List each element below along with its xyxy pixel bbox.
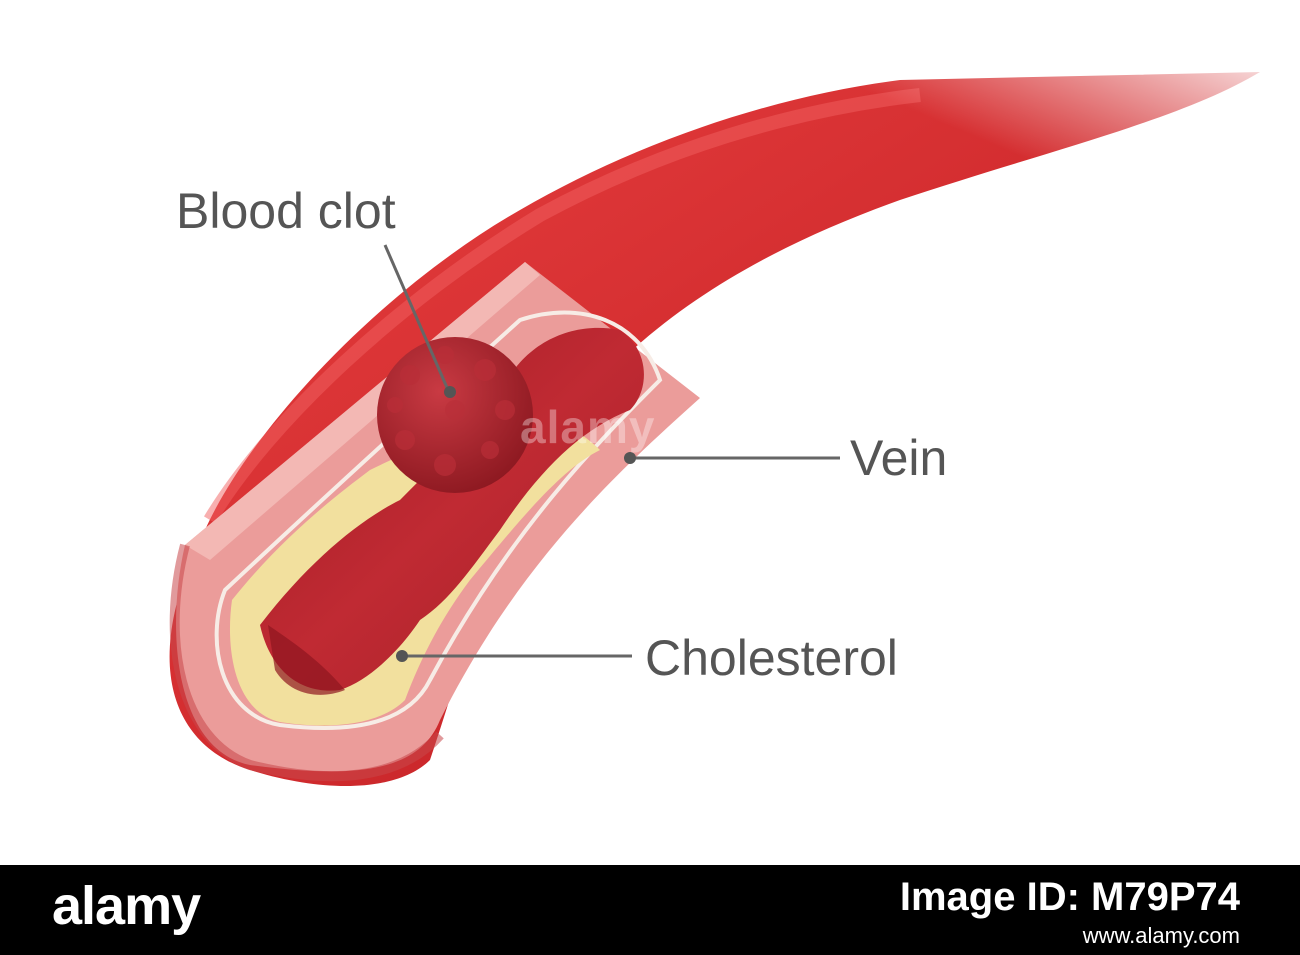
lumen-cap — [268, 625, 345, 695]
vein-leader-dot — [624, 452, 636, 464]
vessel-lumen — [260, 327, 644, 691]
blood-clot-leader-dot — [444, 386, 456, 398]
blood-clot-leader — [383, 244, 450, 391]
footer-meta: Image ID: M79P74 — [900, 875, 1240, 919]
footer-brand: alamy — [52, 876, 201, 936]
vessel-fade — [750, 40, 1300, 300]
blood-clot — [377, 337, 533, 493]
image-id: Image ID: M79P74 — [899, 875, 1240, 919]
label-blood-clot: Blood clot — [176, 183, 396, 239]
wall-edge — [169, 543, 444, 782]
footer-bar: alamy Image ID: M79P74 www.alamy.com — [0, 865, 1300, 955]
vessel-illustration: Blood clot Vein Cholesterol — [169, 40, 1300, 787]
footer-url: www.alamy.com — [1082, 923, 1240, 948]
vessel-wall-shade — [185, 262, 540, 560]
label-cholesterol: Cholesterol — [645, 630, 898, 686]
watermark: alamy — [520, 401, 656, 453]
label-vein: Vein — [850, 430, 947, 486]
cholesterol-leader-dot — [396, 650, 408, 662]
